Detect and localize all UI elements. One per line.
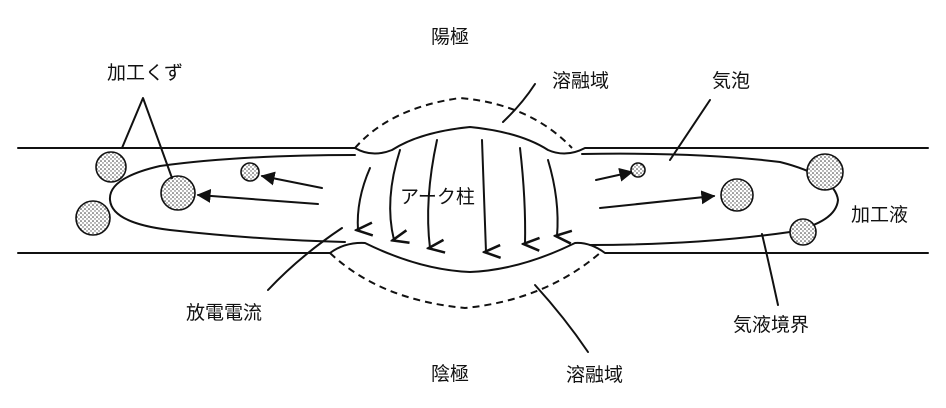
debris-flow-arrow: [599, 190, 716, 209]
anode-surface: [17, 126, 929, 155]
bubble-label: 気泡: [712, 70, 751, 92]
debris-particle: [75, 200, 111, 236]
gas-liquid-interface-right: [581, 152, 839, 246]
discharge-current-label: 放電電流: [186, 302, 263, 324]
debris-particle: [630, 162, 646, 178]
debris-particle: [806, 153, 844, 191]
current-arrow: [481, 139, 486, 252]
interface-label: 気液境界: [733, 314, 810, 336]
melt-top-leader: [502, 83, 536, 123]
fluid-label: 加工液: [851, 204, 909, 226]
melt-bottom-leader: [534, 284, 589, 353]
debris-flow-arrow: [595, 167, 634, 182]
current-arrow: [390, 149, 400, 240]
cathode-label: 陰極: [431, 363, 470, 385]
debris-particle: [240, 162, 260, 182]
debris-particle: [95, 151, 127, 183]
bubble-leader: [669, 99, 711, 161]
top-melt-zone-boundary: [354, 96, 573, 149]
melt-zone-bottom-label: 溶融域: [566, 364, 624, 386]
current-arrow: [428, 139, 437, 248]
debris-particle: [789, 218, 817, 246]
current-arrow: [519, 147, 525, 244]
debris-flow-arrow: [260, 171, 323, 189]
debris-particle: [160, 175, 196, 211]
discharge-current-leader: [267, 227, 343, 291]
bottom-melt-zone-boundary: [329, 252, 601, 310]
melt-zone-top-label: 溶融域: [552, 70, 610, 92]
current-arrow: [358, 167, 370, 230]
debris-particle: [720, 178, 754, 212]
arc-column-label: アーク柱: [400, 186, 475, 208]
debris-flow-arrow: [196, 188, 319, 205]
gas-liquid-interface: [108, 154, 356, 243]
debris-label: 加工くず: [107, 62, 184, 84]
interface-leader: [761, 233, 779, 306]
anode-label: 陽極: [431, 26, 470, 48]
current-arrow: [547, 159, 558, 236]
debris-leader: [121, 97, 173, 179]
cathode-surface: [17, 241, 929, 273]
